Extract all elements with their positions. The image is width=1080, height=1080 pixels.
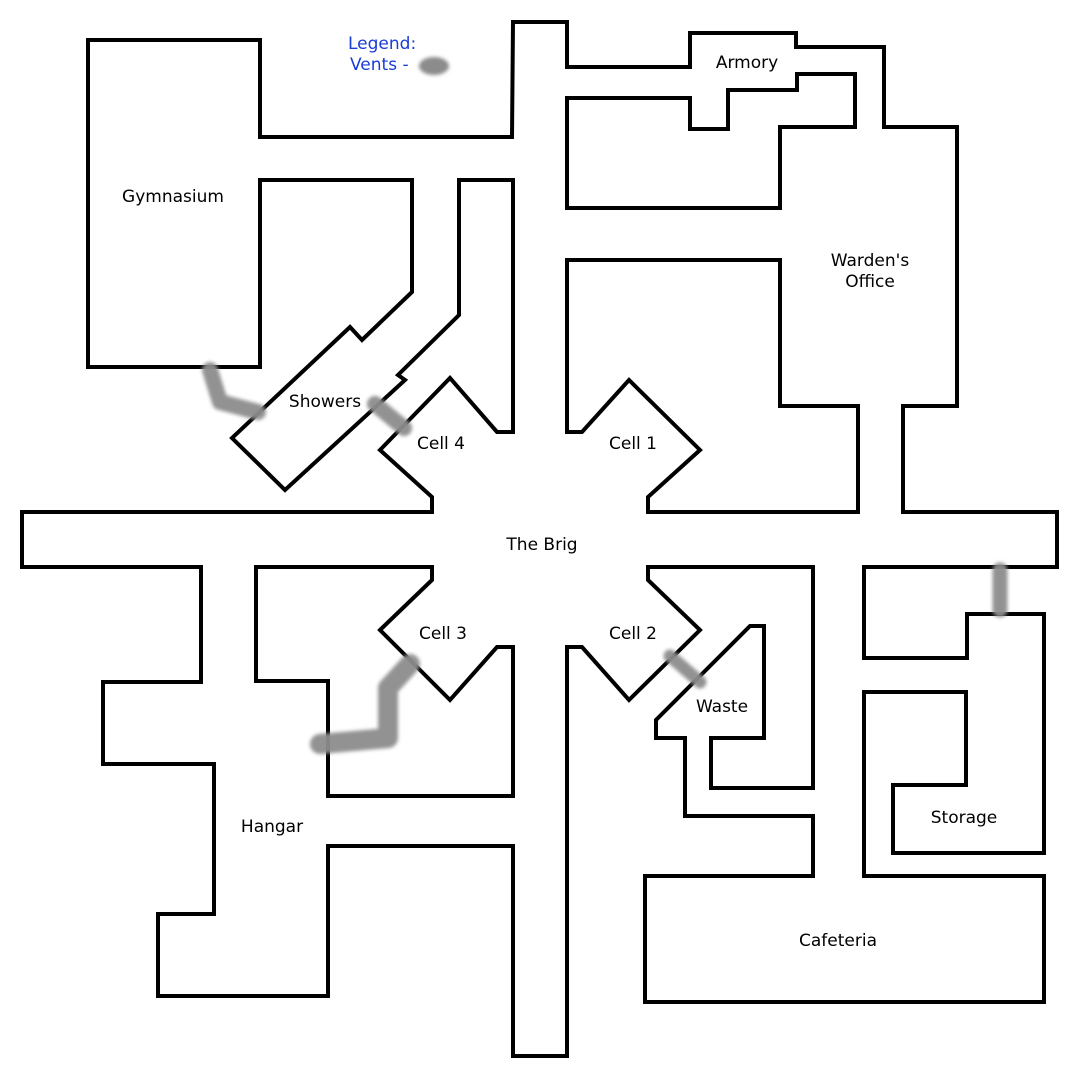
label-gymnasium: Gymnasium [122, 187, 224, 207]
label-wardens-office-line1: Warden's [831, 251, 910, 271]
label-cell-3: Cell 3 [419, 624, 467, 644]
legend-title: Legend: [348, 34, 416, 54]
legend-vents-label: Vents - [350, 55, 409, 75]
label-waste: Waste [696, 697, 748, 717]
label-showers: Showers [289, 392, 361, 412]
label-cell-4: Cell 4 [417, 434, 465, 454]
vent-gymnasium-showers [202, 362, 266, 420]
vents [202, 362, 1008, 754]
label-storage: Storage [931, 808, 998, 828]
label-wardens-office-line2: Office [845, 272, 895, 292]
label-cell-1: Cell 1 [609, 434, 657, 454]
legend: Legend: Vents - [348, 34, 449, 75]
vent-cell-2-waste [663, 649, 707, 689]
label-cafeteria: Cafeteria [799, 931, 877, 951]
wall-cell-1 [565, 258, 860, 514]
map-walls [20, 20, 1059, 1058]
legend-vent-swatch [419, 57, 449, 75]
room-labels: Gymnasium Armory Warden's Office Showers… [122, 53, 997, 951]
vent-showers-cell-4 [367, 396, 412, 436]
wall-gymnasium [20, 20, 1059, 1058]
vent-cell-3-hangar [310, 654, 420, 754]
label-armory: Armory [716, 53, 778, 73]
label-the-brig: The Brig [505, 535, 577, 555]
label-cell-2: Cell 2 [609, 624, 657, 644]
wall-cell-3 [254, 565, 515, 798]
wall-armory-block [565, 72, 857, 210]
label-hangar: Hangar [241, 817, 303, 837]
